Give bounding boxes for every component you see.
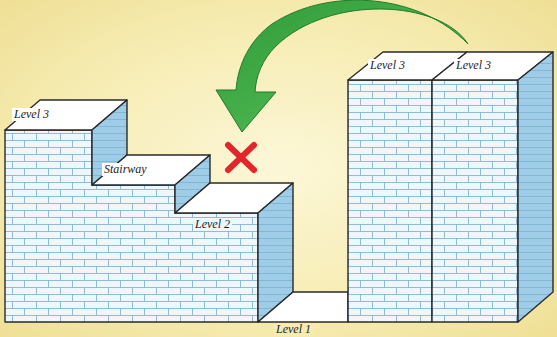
floor bbox=[258, 292, 348, 322]
level-label: Level 3 bbox=[454, 59, 493, 72]
level-label: Stairway bbox=[102, 163, 149, 176]
left-structure bbox=[5, 100, 293, 322]
level-label: Level 1 bbox=[274, 323, 313, 336]
red-cross bbox=[228, 145, 254, 170]
right-pillars bbox=[348, 52, 553, 322]
jump-arrow bbox=[216, 0, 468, 132]
level-label: Level 3 bbox=[368, 59, 407, 72]
level-label: Level 3 bbox=[12, 108, 51, 121]
level-label: Level 2 bbox=[193, 218, 232, 231]
